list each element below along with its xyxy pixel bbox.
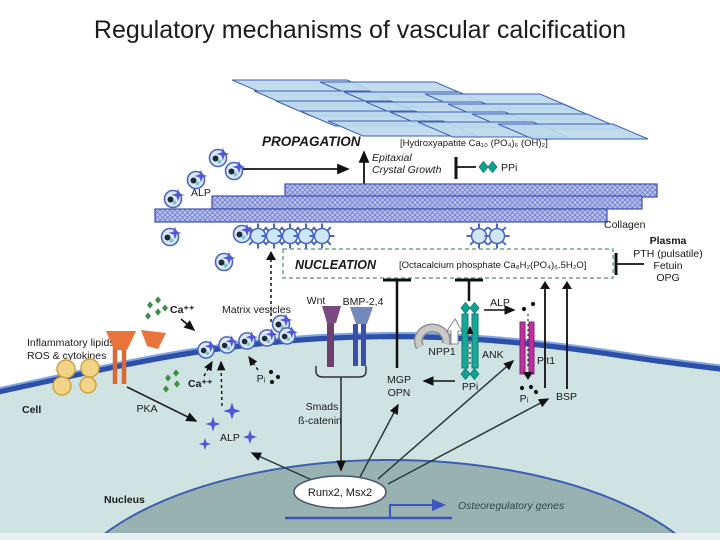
mgp-opn-section: MGP OPN xyxy=(383,278,455,399)
gene-to-pit1-arrow xyxy=(377,360,515,480)
alp-to-vesicle-dashed-arrow xyxy=(216,360,226,407)
pka-label: PKA xyxy=(136,403,157,415)
white-up-arrow xyxy=(446,318,463,345)
nucleus-section: Nucleus Runx2, Msx2 Osteoregulatory gene… xyxy=(104,360,565,520)
propagation-section: PROPAGATION [Hydroxyapatite Ca₁₀ (PO₄)₆ … xyxy=(242,134,548,186)
ppi-top-label: PPi xyxy=(501,162,517,174)
nucleating-crystals xyxy=(244,222,511,250)
bcatenin-label: ß-catenin xyxy=(298,415,342,427)
pi-to-vesicle-dashed-arrow xyxy=(248,355,259,371)
nucleus-label: Nucleus xyxy=(104,494,145,506)
pit1-section: Pit1 Pᵢ BSP xyxy=(519,314,577,405)
gene-to-bsp-arrow xyxy=(387,398,550,485)
collagen-section: Collagen xyxy=(154,183,658,231)
ppi-above-ank-icon xyxy=(460,302,480,314)
matrix-vesicles-label: Matrix vesicles xyxy=(222,304,291,316)
npp1-ank-section: NPP1 ANK PPi xyxy=(413,278,504,393)
ppi-diamonds-icon xyxy=(478,161,498,173)
cytokine-receptor xyxy=(106,330,166,384)
nucleation-label: NUCLEATION xyxy=(295,258,377,272)
npp1-curved-arrow xyxy=(415,325,450,349)
nucleus-shape xyxy=(95,459,685,540)
lipid-droplets xyxy=(52,358,100,396)
cell-membrane-inner-line xyxy=(0,331,720,389)
propagation-label: PROPAGATION xyxy=(262,134,361,149)
npp1-label: NPP1 xyxy=(428,346,456,358)
alp-intracellular: ALP Pᵢ xyxy=(199,355,281,450)
wnt-label: Wnt xyxy=(307,295,326,307)
plasma-section: Plasma PTH (pulsatile) Fetuin OPG xyxy=(633,235,702,284)
plasma-item-opg: OPG xyxy=(656,272,679,284)
epitaxial-label-1: Epitaxial xyxy=(372,152,412,164)
nucleation-section: NUCLEATION [Octacalcium phosphate Ca₈H₂(… xyxy=(282,248,644,279)
pit1-down-arrowhead xyxy=(523,372,533,380)
calcium-extracellular: Ca⁺⁺ xyxy=(145,296,196,332)
cell-label: Cell xyxy=(22,404,41,416)
bsp-label: BSP xyxy=(556,391,577,403)
propagation-formula: [Hydroxyapatite Ca₁₀ (PO₄)₆ (OH)₂] xyxy=(400,138,548,149)
alp-vesicle-label: ALP xyxy=(191,187,211,199)
nucleation-formula: [Octacalcium phosphate Ca₈H₂(PO₄)₆.5H₂O] xyxy=(399,260,586,271)
pi-below-pit1-label: Pᵢ xyxy=(520,393,529,405)
epitaxial-label-2: Crystal Growth xyxy=(372,164,442,176)
ca-inner-label: Ca⁺⁺ xyxy=(188,378,213,390)
opn-label: OPN xyxy=(388,387,411,399)
mgp-label: MGP xyxy=(387,374,411,386)
cell-body xyxy=(0,331,720,540)
runx2-msx2-label: Runx2, Msx2 xyxy=(308,487,372,499)
hydroxyapatite-crystal-stack xyxy=(231,79,649,140)
ppi-intracellular-label: PPi xyxy=(462,381,478,393)
vesicle-to-nucleation-arrowhead xyxy=(266,251,276,260)
pit1-label: Pit1 xyxy=(537,355,555,367)
bottom-strip xyxy=(0,533,720,540)
alp-intracellular-label: ALP xyxy=(220,432,240,444)
promoters-to-nucleation xyxy=(540,281,572,389)
smads-pathway: Smads ß-catenin xyxy=(298,366,367,472)
ca-outer-label: Ca⁺⁺ xyxy=(170,304,195,316)
bmp-label: BMP-2,4 xyxy=(343,296,384,308)
collagen-label: Collagen xyxy=(604,219,646,231)
cell-membrane xyxy=(0,332,720,395)
matrix-vesicles-on-membrane: Matrix vesicles xyxy=(198,251,298,358)
ank-label: ANK xyxy=(482,349,504,361)
matrix-vesicles-free: ALP xyxy=(162,148,293,333)
osteoregulatory-genes-label: Osteoregulatory genes xyxy=(458,500,565,512)
detached-receptor-cap xyxy=(141,330,166,349)
gene-to-opn-arrow xyxy=(359,403,399,478)
ca-to-vesicle-dashed-arrow xyxy=(203,360,213,377)
plasma-item-fetuin: Fetuin xyxy=(653,260,682,272)
pi-intracellular-label: Pᵢ xyxy=(257,373,266,385)
smads-label: Smads xyxy=(306,401,339,413)
nucleation-box xyxy=(282,248,614,279)
wnt-receptor: Wnt xyxy=(307,295,341,367)
gene-to-alp-arrow xyxy=(250,452,313,481)
bmp-receptor: BMP-2,4 xyxy=(343,296,384,366)
collagen-fiber-2 xyxy=(211,195,643,210)
inflammatory-label-1: Inflammatory lipids xyxy=(27,337,115,349)
page-title: Regulatory mechanisms of vascular calcif… xyxy=(93,16,627,44)
pka-arrow xyxy=(126,386,198,422)
inflammatory-section: Inflammatory lipids ROS & cytokines Cell… xyxy=(22,330,198,422)
promoter-arrow xyxy=(389,499,446,518)
calcium-intracellular: Ca⁺⁺ xyxy=(163,360,213,393)
transcription-factor-oval xyxy=(293,475,387,509)
alp-extracellular-section: ALP xyxy=(484,297,536,315)
ca-influx-arrow xyxy=(180,318,196,332)
plasma-item-pth: PTH (pulsatile) xyxy=(633,248,702,260)
alp-extracellular-label: ALP xyxy=(490,297,510,309)
plasma-title: Plasma xyxy=(650,235,687,247)
collagen-fiber-3 xyxy=(154,208,608,223)
collagen-fiber-1 xyxy=(284,183,658,198)
